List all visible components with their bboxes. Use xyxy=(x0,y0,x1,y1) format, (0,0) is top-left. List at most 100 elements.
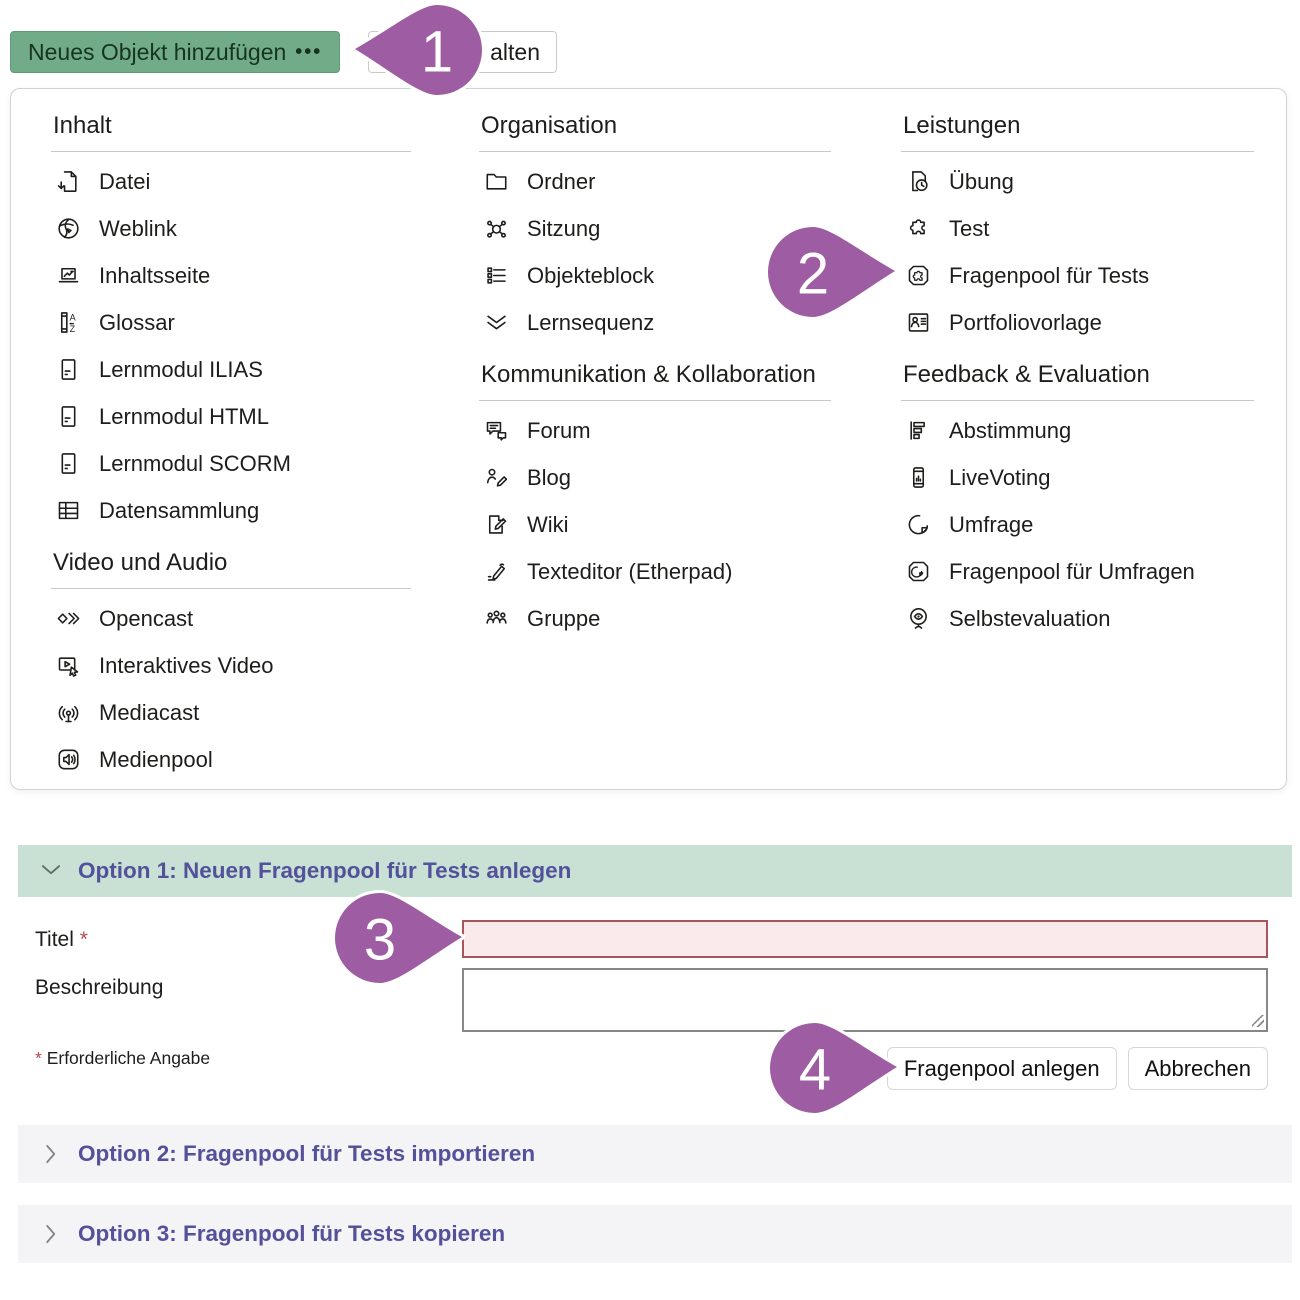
menu-item-label: Mediacast xyxy=(99,699,200,725)
session-icon xyxy=(483,215,510,242)
menu-item-label: Glossar xyxy=(99,309,175,335)
menu-item-lernsequenz[interactable]: Lernsequenz xyxy=(479,299,831,346)
menu-item-label: Texteditor (Etherpad) xyxy=(527,558,733,584)
form-buttons: Fragenpool anlegen Abbrechen xyxy=(462,1047,1268,1090)
menu-item-label: Medienpool xyxy=(99,746,213,772)
menu-item-weblink[interactable]: Weblink xyxy=(51,205,411,252)
menu-section-kommunikation: Kommunikation & Kollabo­ration Forum Blo… xyxy=(479,362,831,642)
livevoting-icon xyxy=(905,464,932,491)
menu-item-uebung[interactable]: Übung xyxy=(901,158,1254,205)
menu-item-label: Sitzung xyxy=(527,215,601,241)
section-title: Feedback & Evaluation xyxy=(903,361,1150,388)
puzzle-icon xyxy=(905,215,932,242)
menu-item-label: Ordner xyxy=(527,168,596,194)
menu-item-opencast[interactable]: Opencast xyxy=(51,595,411,642)
menu-item-ordner[interactable]: Ordner xyxy=(479,158,831,205)
svg-text:3: 3 xyxy=(364,908,396,973)
menu-item-wiki[interactable]: Wiki xyxy=(479,501,831,548)
menu-section-organisation: Organisation Ordner Sitzung Objekteblock… xyxy=(479,113,831,346)
self-evaluation-icon xyxy=(905,605,932,632)
menu-item-blog[interactable]: Blog xyxy=(479,454,831,501)
group-icon xyxy=(483,605,510,632)
menu-item-label: Interaktives Video xyxy=(99,652,274,678)
menu-item-label: Inhaltsseite xyxy=(99,262,211,288)
title-field-label: Titel * xyxy=(35,928,88,951)
double-chevron-down-icon xyxy=(483,309,510,336)
option1-accordion-header[interactable]: Option 1: Neuen Fragenpool für Tests anl… xyxy=(18,845,1292,897)
menu-item-label: Datensammlung xyxy=(99,497,260,523)
menu-item-label: Lernmodul HTML xyxy=(99,403,269,429)
menu-item-label: Forum xyxy=(527,417,591,443)
menu-item-selbstevaluation[interactable]: Selbstevaluation xyxy=(901,595,1254,642)
table-icon xyxy=(55,497,82,524)
menu-item-datei[interactable]: Datei xyxy=(51,158,411,205)
menu-item-label: Fragenpool für Umfragen xyxy=(949,558,1195,584)
add-new-object-button[interactable]: Neues Objekt hinzufügen ••• xyxy=(10,31,341,73)
description-field-label: Beschreibung xyxy=(35,976,164,999)
svg-text:Z: Z xyxy=(70,324,76,334)
learning-module-icon xyxy=(55,403,82,430)
file-download-icon xyxy=(55,168,82,195)
menu-item-forum[interactable]: Forum xyxy=(479,407,831,454)
required-note: * Erforderliche Angabe xyxy=(35,1048,211,1068)
broadcast-icon xyxy=(55,699,82,726)
chevron-right-icon xyxy=(38,1141,64,1167)
menu-item-fragenpool-fuer-tests[interactable]: Fragenpool für Tests xyxy=(901,252,1254,299)
menu-item-texteditor[interactable]: Texteditor (Etherpad) xyxy=(479,548,831,595)
menu-item-livevoting[interactable]: LiveVoting xyxy=(901,454,1254,501)
option1-title: Option 1: Neuen Fragenpool für Tests anl… xyxy=(78,858,572,883)
menu-item-label: Portfoliovorlage xyxy=(949,309,1102,335)
speaker-icon xyxy=(55,746,82,773)
item-group-icon xyxy=(483,262,510,289)
menu-item-interaktives-video[interactable]: Interaktives Video xyxy=(51,642,411,689)
pie-octagon-icon xyxy=(905,558,932,585)
option3-accordion-header[interactable]: Option 3: Fragenpool für Tests kopieren xyxy=(18,1205,1292,1263)
option2-accordion-header[interactable]: Option 2: Fragenpool für Tests importier… xyxy=(18,1125,1292,1183)
menu-item-label: Lernsequenz xyxy=(527,309,655,335)
cancel-button[interactable]: Abbrechen xyxy=(1127,1047,1268,1090)
section-title: Kommunikation & Kollabo­ration xyxy=(481,361,816,388)
forum-icon xyxy=(483,417,510,444)
menu-column-leistungen: Leistungen Übung Test Fragenpool für Tes… xyxy=(901,113,1254,789)
create-question-pool-button[interactable]: Fragenpool anlegen xyxy=(886,1047,1117,1090)
menu-item-lernmodul-ilias[interactable]: Lernmodul ILIAS xyxy=(51,346,411,393)
learning-module-icon xyxy=(55,356,82,383)
description-textarea[interactable] xyxy=(462,968,1268,1032)
menu-item-fragenpool-fuer-umfragen[interactable]: Fragenpool für Umfragen xyxy=(901,548,1254,595)
section-title: Leistungen xyxy=(903,112,1021,139)
section-title: Inhalt xyxy=(53,112,112,139)
menu-item-label: Opencast xyxy=(99,605,194,631)
menu-section-leistungen: Leistungen Übung Test Fragenpool für Tes… xyxy=(901,113,1254,346)
menu-item-test[interactable]: Test xyxy=(901,205,1254,252)
menu-item-label: Weblink xyxy=(99,215,177,241)
menu-item-medienpool[interactable]: Medienpool xyxy=(51,736,411,783)
content-page-icon xyxy=(55,262,82,289)
menu-item-sitzung[interactable]: Sitzung xyxy=(479,205,831,252)
menu-item-datensammlung[interactable]: Datensammlung xyxy=(51,487,411,534)
menu-item-lernmodul-scorm[interactable]: Lernmodul SCORM xyxy=(51,440,411,487)
poll-bars-icon xyxy=(905,417,932,444)
menu-item-portfoliovorlage[interactable]: Portfoliovorlage xyxy=(901,299,1254,346)
menu-item-lernmodul-html[interactable]: Lernmodul HTML xyxy=(51,393,411,440)
menu-item-abstimmung[interactable]: Abstimmung xyxy=(901,407,1254,454)
ellipsis-icon: ••• xyxy=(295,40,323,63)
menu-item-label: Objekteblock xyxy=(527,262,655,288)
menu-item-mediacast[interactable]: Mediacast xyxy=(51,689,411,736)
required-asterisk: * xyxy=(35,1048,42,1068)
menu-section-video-audio: Video und Audio Opencast Interaktives Vi… xyxy=(51,550,411,783)
menu-column-organisation: Organisation Ordner Sitzung Objekteblock… xyxy=(479,113,831,789)
description-field-wrap xyxy=(462,968,1268,1032)
menu-item-umfrage[interactable]: Umfrage xyxy=(901,501,1254,548)
title-input[interactable] xyxy=(462,920,1268,958)
menu-item-inhaltsseite[interactable]: Inhaltsseite xyxy=(51,252,411,299)
add-new-object-label: Neues Objekt hinzufügen xyxy=(28,38,287,65)
menu-item-gruppe[interactable]: Gruppe xyxy=(479,595,831,642)
option2-title: Option 2: Fragenpool für Tests importier… xyxy=(78,1141,536,1166)
menu-item-objekteblock[interactable]: Objekteblock xyxy=(479,252,831,299)
partially-hidden-toolbar-button[interactable]: alten xyxy=(368,31,557,73)
